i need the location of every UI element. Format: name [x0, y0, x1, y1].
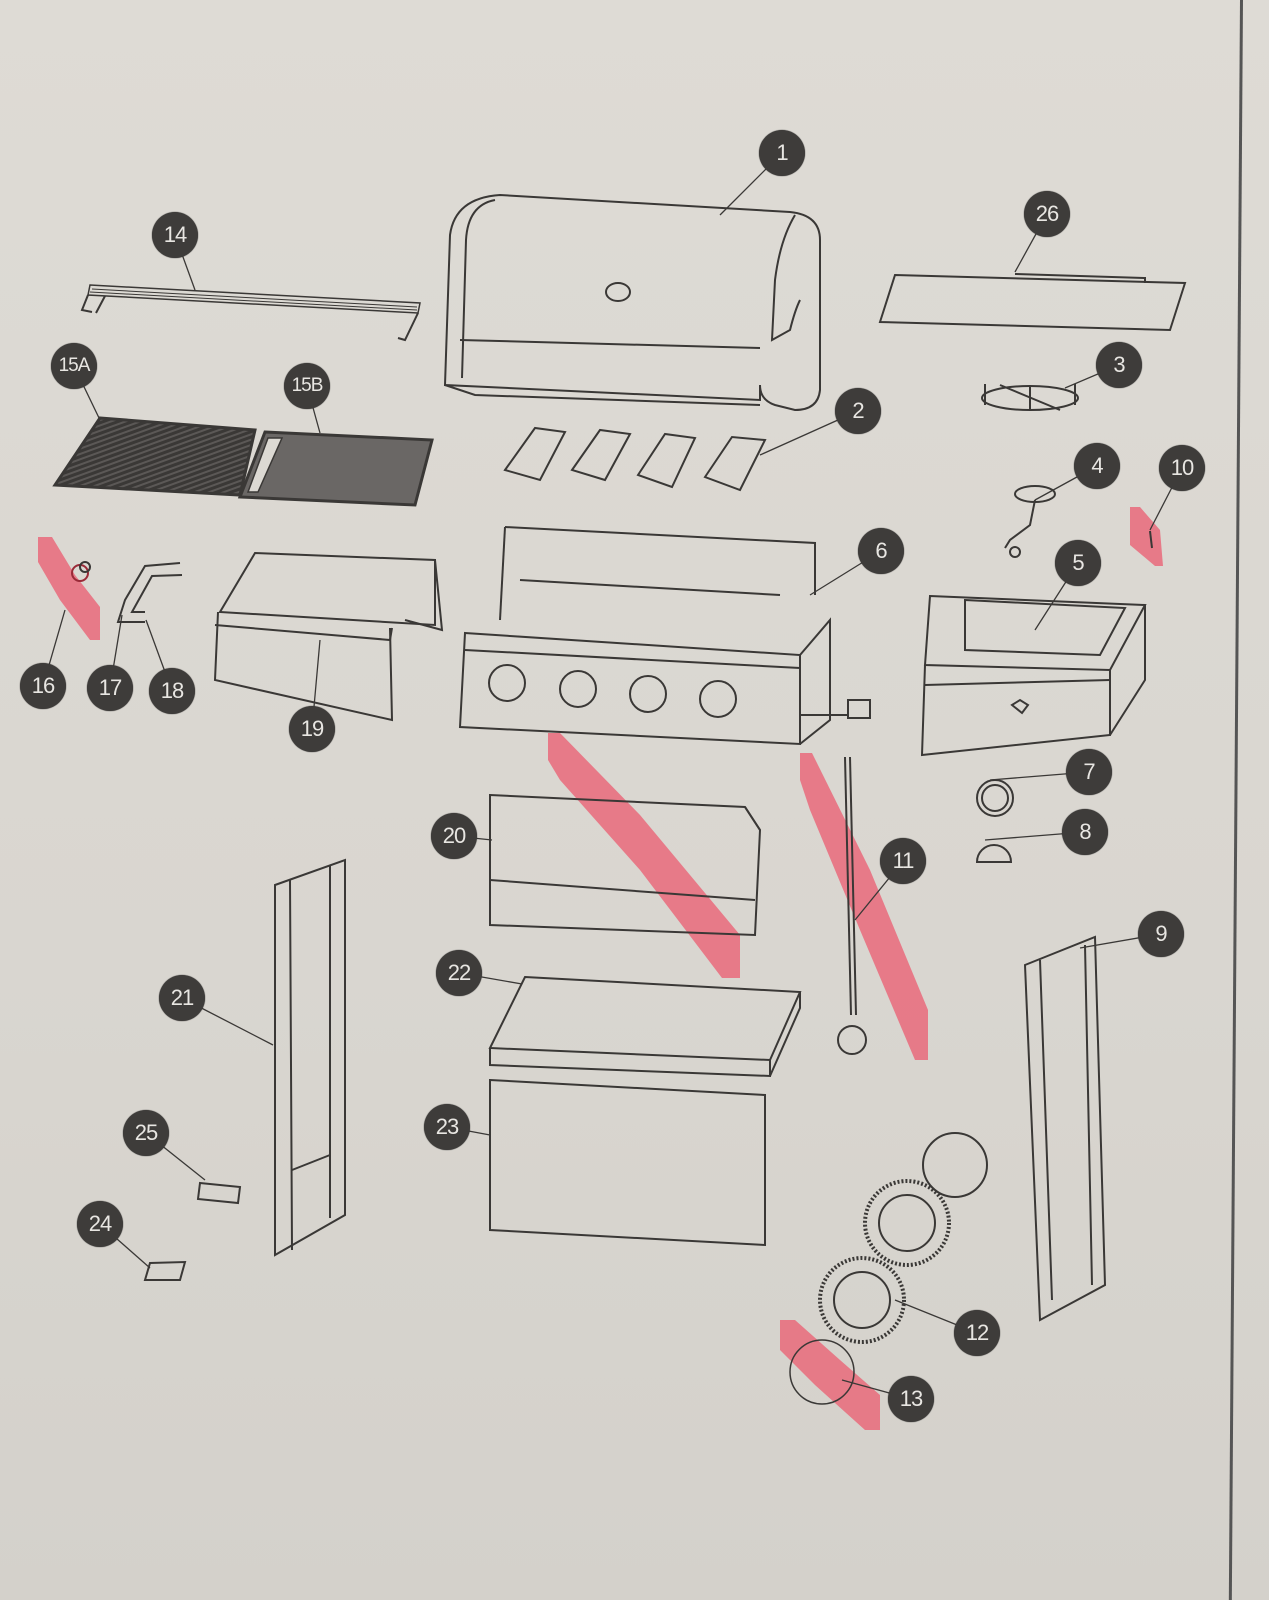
part-flame-tamers — [503, 426, 767, 492]
part-knob-cap — [975, 844, 1013, 863]
callout-10: 10 — [1159, 445, 1205, 491]
callout-6: 6 — [858, 528, 904, 574]
highlight-marks — [38, 507, 1163, 1430]
callout-22: 22 — [436, 950, 482, 996]
callout-15b: 15B — [284, 363, 330, 409]
part-bottom-tray — [489, 793, 762, 937]
part-side-burner — [1004, 485, 1056, 558]
part-grease-cup — [143, 1260, 187, 1281]
callout-9: 9 — [1138, 911, 1184, 957]
part-warming-rack — [80, 284, 421, 342]
part-lid — [443, 193, 821, 412]
callout-24: 24 — [77, 1201, 123, 1247]
callout-11: 11 — [880, 838, 926, 884]
part-side-burner-housing — [920, 594, 1147, 757]
callout-17: 17 — [87, 665, 133, 711]
callout-2: 2 — [835, 388, 881, 434]
part-wheels — [818, 1132, 988, 1344]
part-screw — [1149, 530, 1153, 549]
callout-3: 3 — [1096, 342, 1142, 388]
part-control-knob — [976, 779, 1014, 817]
callout-18: 18 — [149, 668, 195, 714]
callout-13: 13 — [888, 1376, 934, 1422]
part-cooking-grate-b — [237, 430, 434, 507]
part-cooking-grate-a — [52, 416, 257, 497]
part-side-burner-lid — [878, 273, 1187, 332]
callout-12: 12 — [954, 1310, 1000, 1356]
part-hub-cap — [789, 1339, 855, 1405]
callout-16: 16 — [20, 663, 66, 709]
callout-4: 4 — [1074, 443, 1120, 489]
callout-19: 19 — [289, 706, 335, 752]
part-back-panel — [489, 1078, 766, 1247]
part-igniter — [196, 1181, 242, 1205]
callout-7: 7 — [1066, 749, 1112, 795]
part-left-leg-frame — [274, 858, 346, 1257]
callout-21: 21 — [159, 975, 205, 1021]
callout-14: 14 — [152, 212, 198, 258]
part-bottom-shelf — [488, 975, 802, 1078]
part-side-burner-grate — [981, 384, 1079, 411]
part-hook — [71, 561, 91, 582]
part-right-leg-frame — [1023, 935, 1107, 1322]
part-gas-pipe — [116, 562, 183, 623]
callout-20: 20 — [431, 813, 477, 859]
part-firebox — [458, 526, 871, 746]
leader-lines — [42, 152, 1183, 1400]
callout-23: 23 — [424, 1104, 470, 1150]
callout-5: 5 — [1055, 540, 1101, 586]
callout-25: 25 — [123, 1110, 169, 1156]
callout-1: 1 — [759, 130, 805, 176]
callout-26: 26 — [1024, 191, 1070, 237]
part-left-side-shelf — [213, 551, 444, 722]
callout-15a: 15A — [51, 343, 97, 389]
callout-8: 8 — [1062, 809, 1108, 855]
part-axle — [837, 756, 867, 1055]
